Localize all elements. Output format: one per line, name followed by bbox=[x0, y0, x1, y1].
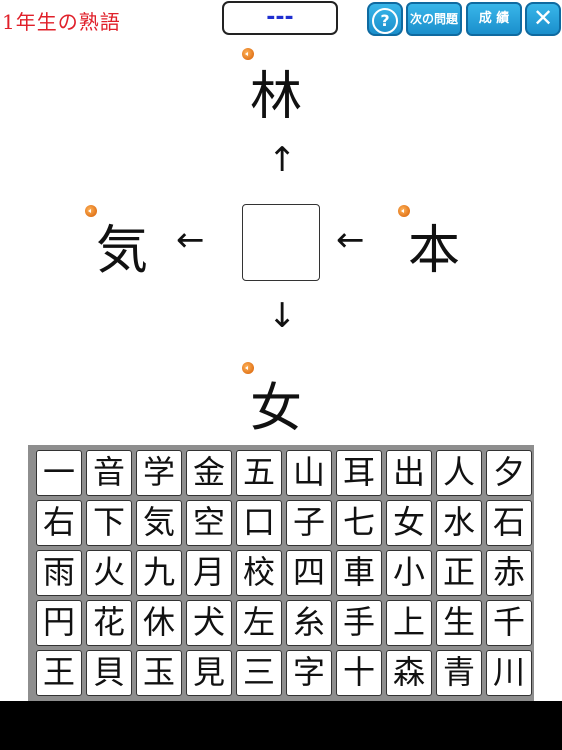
next-question-button[interactable]: 次の問題 bbox=[406, 2, 462, 36]
kanji-key[interactable]: 川 bbox=[486, 650, 532, 696]
kanji-key[interactable]: 山 bbox=[286, 450, 332, 496]
kanji-key[interactable]: 十 bbox=[336, 650, 382, 696]
kanji-key[interactable]: 夕 bbox=[486, 450, 532, 496]
speaker-icon[interactable] bbox=[242, 48, 254, 60]
kanji-key[interactable]: 下 bbox=[86, 500, 132, 546]
kanji-key[interactable]: 人 bbox=[436, 450, 482, 496]
kanji-key[interactable]: 耳 bbox=[336, 450, 382, 496]
kanji-key[interactable]: 小 bbox=[386, 550, 432, 596]
bottom-bar bbox=[0, 701, 562, 750]
kanji-key[interactable]: 出 bbox=[386, 450, 432, 496]
kanji-key[interactable]: 王 bbox=[36, 650, 82, 696]
clue-right-kanji: 本 bbox=[408, 221, 461, 281]
kanji-key[interactable]: 子 bbox=[286, 500, 332, 546]
page-title: 1年生の熟語 bbox=[2, 10, 121, 34]
kanji-key[interactable]: 校 bbox=[236, 550, 282, 596]
kanji-key[interactable]: 水 bbox=[436, 500, 482, 546]
kanji-key[interactable]: 音 bbox=[86, 450, 132, 496]
kanji-key[interactable]: 月 bbox=[186, 550, 232, 596]
kanji-key[interactable]: 玉 bbox=[136, 650, 182, 696]
kanji-key[interactable]: 一 bbox=[36, 450, 82, 496]
kanji-key[interactable]: 赤 bbox=[486, 550, 532, 596]
kanji-key[interactable]: 五 bbox=[236, 450, 282, 496]
kanji-key[interactable]: 上 bbox=[386, 600, 432, 646]
kanji-key[interactable]: 見 bbox=[186, 650, 232, 696]
answer-display: --- bbox=[222, 1, 338, 35]
kanji-key[interactable]: 石 bbox=[486, 500, 532, 546]
help-icon: ? bbox=[372, 8, 398, 34]
kanji-key[interactable]: 火 bbox=[86, 550, 132, 596]
arrow-left: ← bbox=[176, 220, 205, 260]
answer-box[interactable] bbox=[242, 204, 320, 281]
kanji-key[interactable]: 千 bbox=[486, 600, 532, 646]
kanji-key[interactable]: 生 bbox=[436, 600, 482, 646]
kanji-keyboard: 一音学金五山耳出人夕右下気空口子七女水石雨火九月校四車小正赤円花休犬左糸手上生千… bbox=[28, 445, 534, 701]
kanji-key[interactable]: 車 bbox=[336, 550, 382, 596]
kanji-key[interactable]: 左 bbox=[236, 600, 282, 646]
kanji-key[interactable]: 三 bbox=[236, 650, 282, 696]
kanji-key[interactable]: 金 bbox=[186, 450, 232, 496]
kanji-key[interactable]: 休 bbox=[136, 600, 182, 646]
kanji-key[interactable]: 口 bbox=[236, 500, 282, 546]
kanji-key[interactable]: 女 bbox=[386, 500, 432, 546]
kanji-key[interactable]: 七 bbox=[336, 500, 382, 546]
close-icon[interactable]: ✕ bbox=[525, 2, 561, 36]
kanji-key[interactable]: 手 bbox=[336, 600, 382, 646]
clue-top-kanji: 林 bbox=[250, 67, 303, 127]
kanji-key[interactable]: 字 bbox=[286, 650, 332, 696]
kanji-key[interactable]: 気 bbox=[136, 500, 182, 546]
kanji-key[interactable]: 学 bbox=[136, 450, 182, 496]
kanji-key[interactable]: 雨 bbox=[36, 550, 82, 596]
arrow-down: ↓ bbox=[268, 296, 297, 336]
kanji-key[interactable]: 空 bbox=[186, 500, 232, 546]
kanji-key[interactable]: 森 bbox=[386, 650, 432, 696]
kanji-key[interactable]: 四 bbox=[286, 550, 332, 596]
score-button[interactable]: 成 績 bbox=[466, 2, 522, 36]
help-button[interactable]: ? bbox=[367, 2, 403, 36]
kanji-key[interactable]: 円 bbox=[36, 600, 82, 646]
clue-left-kanji: 気 bbox=[96, 221, 149, 281]
kanji-key[interactable]: 青 bbox=[436, 650, 482, 696]
kanji-key[interactable]: 右 bbox=[36, 500, 82, 546]
kanji-key[interactable]: 花 bbox=[86, 600, 132, 646]
arrow-right: ← bbox=[336, 220, 365, 260]
kanji-key[interactable]: 糸 bbox=[286, 600, 332, 646]
speaker-icon[interactable] bbox=[242, 362, 254, 374]
kanji-key[interactable]: 九 bbox=[136, 550, 182, 596]
kanji-key[interactable]: 貝 bbox=[86, 650, 132, 696]
kanji-key[interactable]: 正 bbox=[436, 550, 482, 596]
speaker-icon[interactable] bbox=[85, 205, 97, 217]
clue-bottom-kanji: 女 bbox=[250, 379, 303, 439]
kanji-key[interactable]: 犬 bbox=[186, 600, 232, 646]
arrow-up: ↑ bbox=[268, 140, 297, 180]
speaker-icon[interactable] bbox=[398, 205, 410, 217]
